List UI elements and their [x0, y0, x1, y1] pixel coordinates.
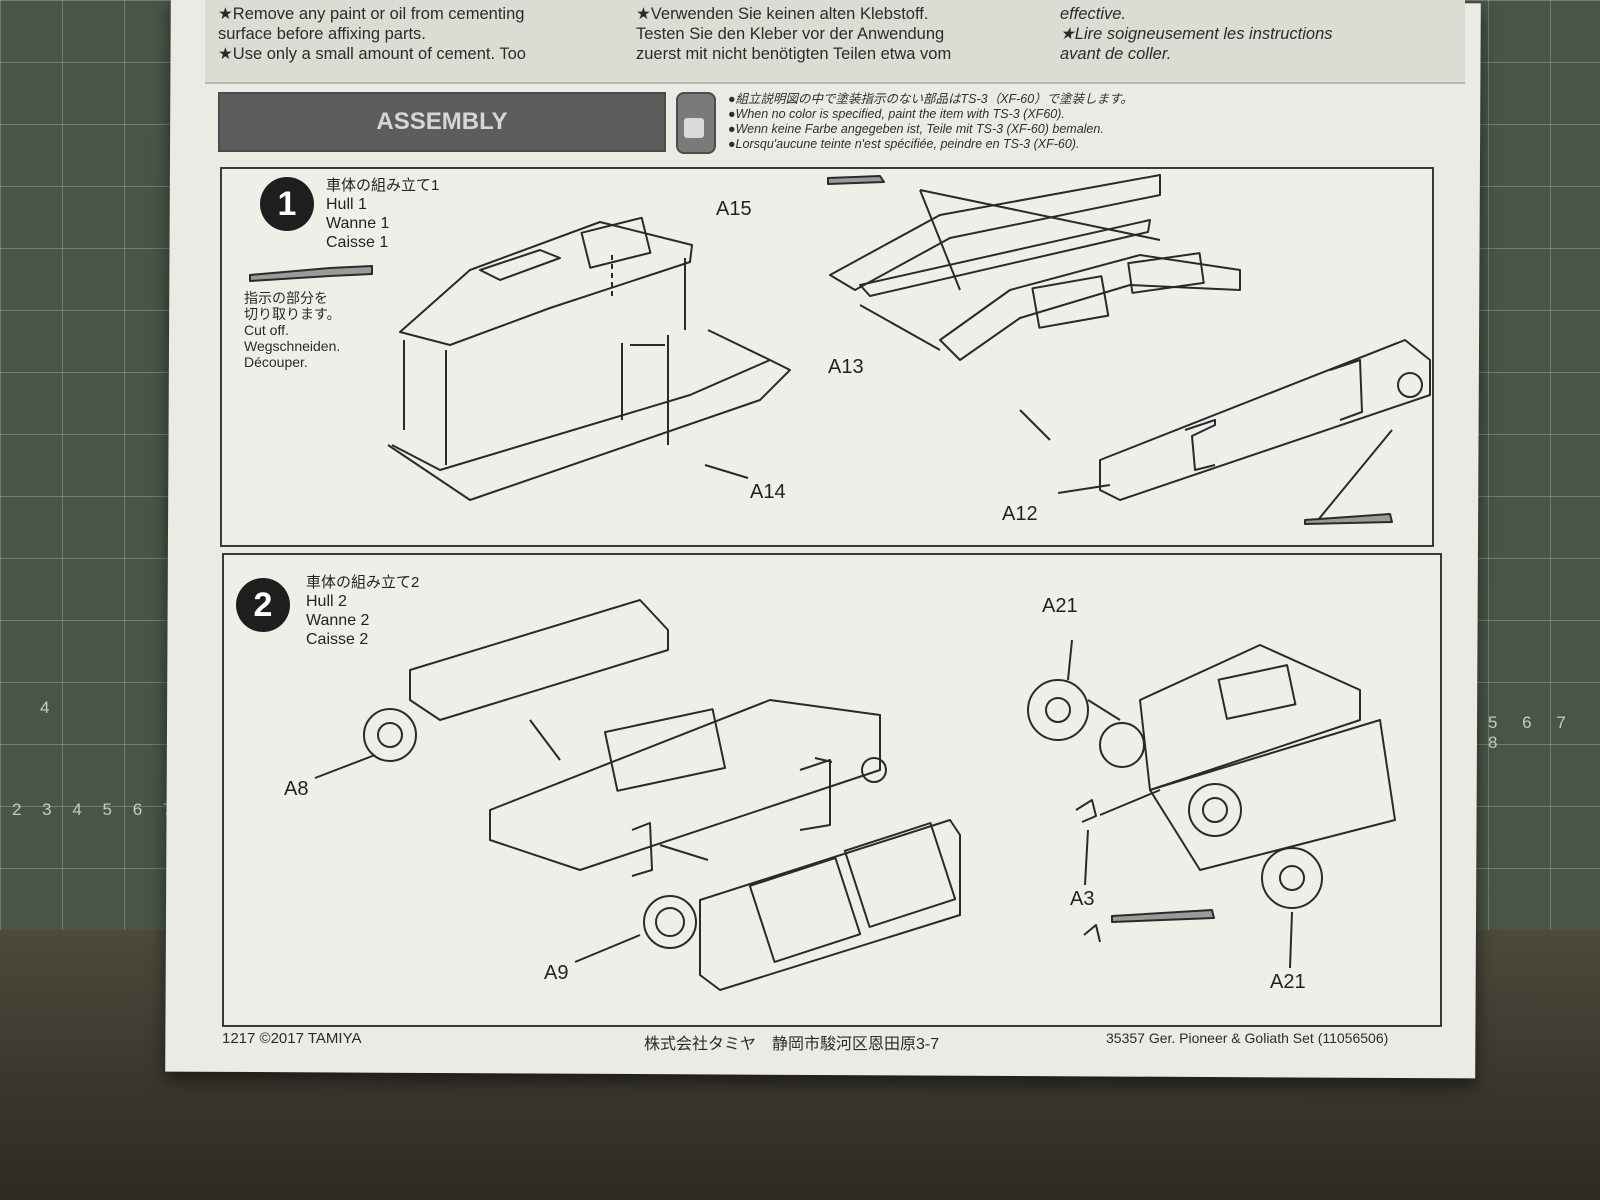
step-1-number: 1 — [260, 177, 314, 231]
sprocket-a21-bottom — [1261, 847, 1323, 909]
part-label-a12: A12 — [1002, 503, 1038, 525]
part-label-a9: A9 — [544, 962, 569, 984]
hull-2-assembly-drawing — [314, 599, 961, 991]
part-label-a14: A14 — [750, 481, 786, 503]
cement-instructions-french: effective. ★Lire soigneusement les instr… — [1060, 5, 1333, 63]
mat-ruler-numbers-upper: 4 5 — [40, 698, 274, 717]
part-label-a3: A3 — [1070, 888, 1095, 910]
cement-instructions-english: ★Remove any paint or oil from cementing … — [218, 5, 526, 63]
part-label-a21-bottom: A21 — [1270, 971, 1306, 993]
hull-2-with-sprockets-drawing — [1027, 639, 1396, 969]
paint-notes: ●組立説明図の中で塗装指示のない部品はTS-3（XF-60）で塗装します。 ●W… — [728, 92, 1133, 151]
cement-instructions-german: ★Verwenden Sie keinen alten Klebstoff. T… — [636, 5, 952, 63]
step-1-title: 車体の組み立て1 Hull 1 Wanne 1 Caisse 1 — [326, 177, 440, 251]
part-label-a8: A8 — [284, 778, 309, 800]
kit-number-footer: 35357 Ger. Pioneer & Goliath Set (110565… — [1106, 1030, 1389, 1046]
step-1-panel — [220, 167, 1434, 547]
assembly-heading: ASSEMBLY — [218, 92, 666, 152]
part-label-a21-top: A21 — [1042, 595, 1078, 617]
mat-ruler-numbers: 2 3 4 5 6 7 — [12, 800, 181, 819]
part-label-a15: A15 — [716, 198, 752, 220]
cut-off-note: 指示の部分を 切り取ります。 Cut off. Wegschneiden. Dé… — [244, 290, 341, 370]
company-address-footer: 株式会社タミヤ 静岡市駿河区恩田原3-7 — [644, 1036, 940, 1053]
sprocket-a21-top — [1027, 679, 1089, 741]
hobby-knife-icon — [249, 175, 1393, 923]
part-label-a13: A13 — [828, 356, 864, 378]
step-2-title: 車体の組み立て2 Hull 2 Wanne 2 Caisse 2 — [306, 574, 420, 648]
hull-1-parts-drawing — [387, 216, 791, 501]
step-2-panel — [222, 553, 1442, 1027]
paint-can-icon — [676, 92, 716, 154]
cement-instructions-flap — [205, 0, 1465, 84]
step-2-number: 2 — [236, 578, 290, 632]
hull-1-assembly-drawing — [829, 174, 1431, 521]
mat-ruler-numbers-right: 5 6 7 8 — [1488, 713, 1576, 752]
copyright-footer: 1217 ©2017 TAMIYA — [222, 1030, 362, 1047]
